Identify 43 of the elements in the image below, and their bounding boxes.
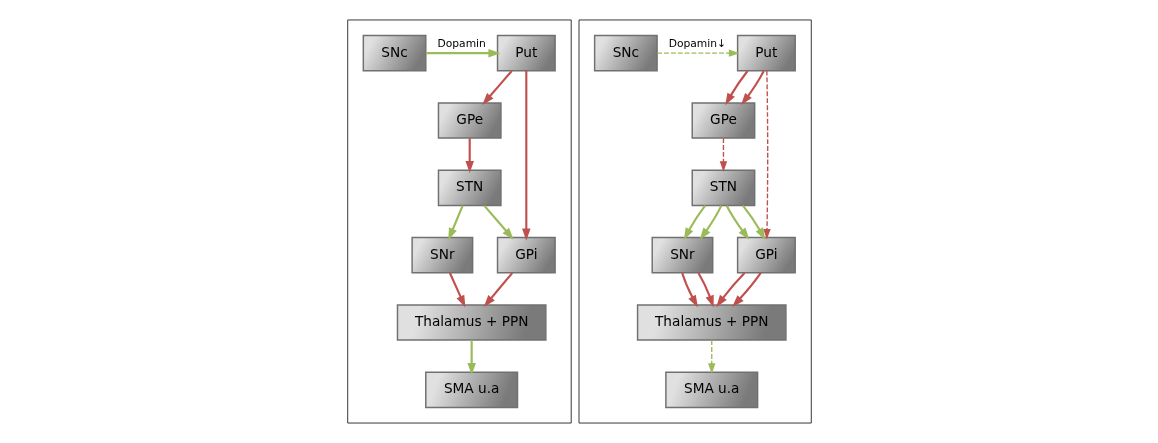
node-box: GPe [691, 102, 755, 139]
arrow [483, 272, 513, 307]
arrow [699, 205, 722, 240]
node-box: SNc [362, 34, 427, 72]
arrow [719, 137, 727, 172]
arrow [482, 204, 514, 240]
node-box: Thalamus + PPN [636, 304, 787, 341]
arrow [466, 340, 476, 376]
arrow [731, 272, 762, 307]
arrow [724, 70, 748, 106]
arrow [715, 272, 745, 308]
arrow [697, 272, 714, 308]
node-box: Put [736, 34, 796, 72]
node-box: GPi [496, 236, 556, 274]
arrow [762, 70, 771, 240]
arrow [447, 205, 464, 241]
node-box: SMA u.a [424, 371, 518, 409]
cluster [578, 19, 812, 424]
node-box: GPe [437, 102, 502, 139]
cluster [346, 19, 572, 424]
node-box: SNr [410, 236, 473, 274]
arrow [464, 138, 474, 174]
arrow [448, 272, 465, 308]
arrow [521, 70, 531, 241]
arrow [740, 70, 765, 106]
node-box: GPi [736, 236, 796, 274]
node-box: STN [691, 169, 755, 207]
node-box: Put [496, 34, 556, 72]
arrow [725, 205, 749, 240]
edge-label: Dopamin↓ [668, 37, 726, 51]
arrow [683, 205, 706, 241]
node-box: SNc [593, 34, 658, 72]
arrow [656, 49, 739, 57]
edge-label: Dopamin [436, 37, 486, 51]
arrow [481, 70, 513, 105]
node-box: SNr [651, 236, 713, 274]
arrow [741, 204, 765, 241]
arrow [680, 272, 698, 308]
node-box: Thalamus + PPN [396, 304, 547, 341]
node-box: STN [437, 169, 502, 207]
node-box: SMA u.a [664, 371, 758, 409]
arrow [707, 339, 715, 374]
arrow [425, 48, 501, 58]
